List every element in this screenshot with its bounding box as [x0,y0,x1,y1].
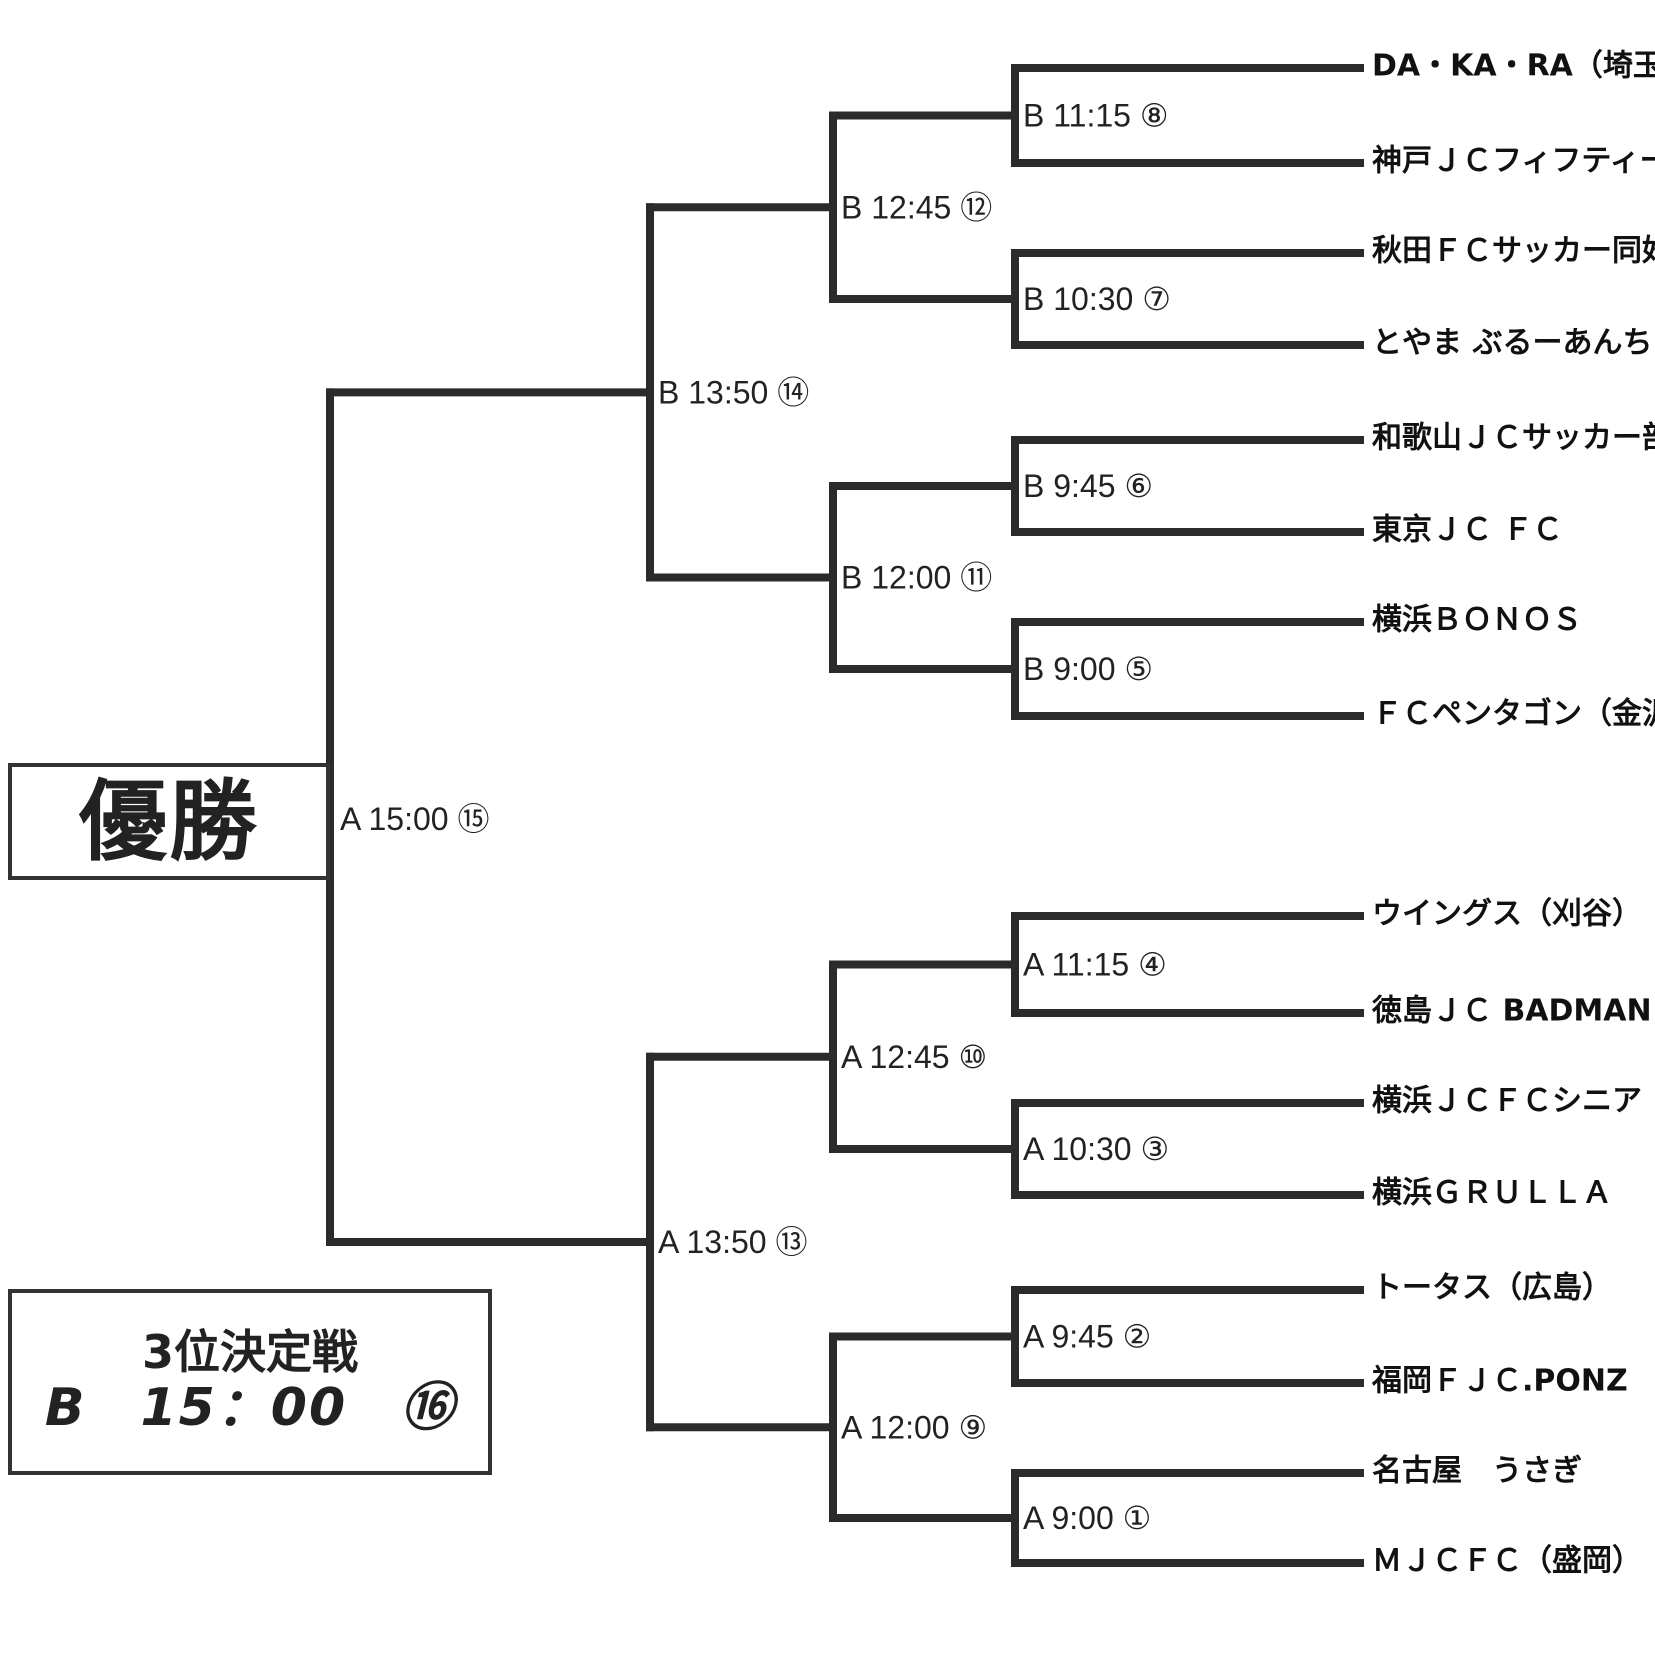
team-name: 横浜ＧＲＵＬＬＡ [1372,1176,1612,1211]
team-name: 和歌山ＪＣサッカー部 [1372,421,1655,456]
round2-match-label: A 12:45 ⑩ [841,1039,987,1075]
champion-box: 優勝 [8,763,330,880]
semifinal-match-label: B 13:50 ⑭ [658,374,809,410]
round1-match-label: B 9:45 ⑥ [1023,468,1153,504]
third-place-box: 3位決定戦 B 15：00 ⑯ [8,1289,492,1475]
team-name: ＦＣペンタゴン（金沢） [1372,697,1655,732]
round1-match-label: A 11:15 ④ [1023,947,1167,983]
team-name: とやま ぶるーあんちゃんず [1372,326,1655,361]
final-match-label: A 15:00 ⑮ [340,801,489,837]
round1-match-label: A 10:30 ③ [1023,1131,1169,1167]
team-name: トータス（広島） [1372,1271,1612,1306]
team-name: 東京ＪＣ ＦＣ [1372,513,1562,548]
team-name: 横浜ＢＯＮＯＳ [1372,603,1582,638]
third-place-title: 3位決定戦 [141,1324,358,1379]
team-name: DA・KA・RA（埼玉） [1372,49,1655,84]
round1-match-label: B 11:15 ⑧ [1023,98,1169,134]
round2-match-label: A 12:00 ⑨ [841,1409,987,1445]
team-name: 名古屋 うさぎ [1372,1454,1582,1489]
semifinal-match-label: A 13:50 ⑬ [658,1224,807,1260]
team-name: 秋田ＦＣサッカー同好会 [1372,234,1655,269]
team-name: 神戸ＪＣフィフティーズB [1372,144,1655,179]
team-name: 横浜ＪＣＦＣシニア [1372,1084,1642,1119]
round1-match-label: B 9:00 ⑤ [1023,651,1153,687]
champion-title: 優勝 [78,769,259,873]
team-name: ウイングス（刈谷） [1372,897,1642,932]
round1-match-label: B 10:30 ⑦ [1023,281,1171,317]
team-name: 徳島ＪＣ BADMAN [1371,994,1652,1029]
round1-match-label: A 9:45 ② [1023,1319,1151,1355]
round2-match-label: B 12:45 ⑫ [841,189,992,225]
round2-match-label: B 12:00 ⑪ [841,560,992,596]
team-name: 福岡ＦＪＣ.PONZ [1371,1364,1628,1399]
round1-match-label: A 9:00 ① [1023,1500,1151,1536]
third-place-match: B 15：00 ⑯ [44,1377,456,1438]
team-name: ＭＪＣＦＣ（盛岡） [1372,1544,1642,1579]
